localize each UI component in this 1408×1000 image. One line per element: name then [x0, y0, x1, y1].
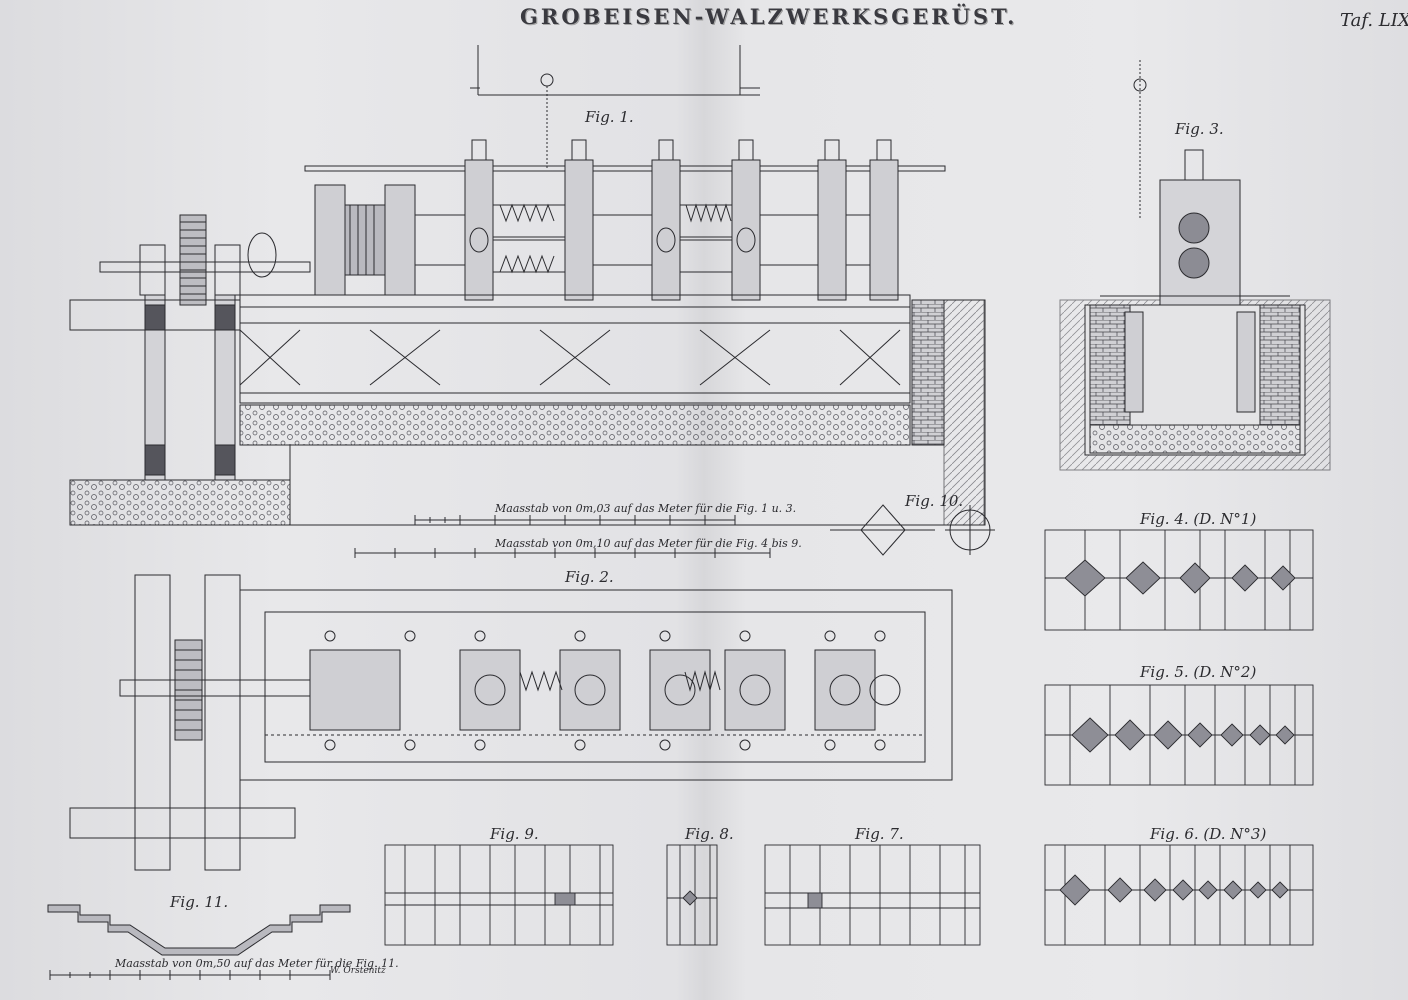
- label-fig2: Fig. 2.: [565, 568, 614, 586]
- plate-title: GROBEISEN-WALZWERKSGERÜST.: [520, 4, 1018, 29]
- fig1-rolls: [344, 203, 871, 276]
- scale-label-2: Maasstab von 0m,10 auf das Meter für die…: [495, 537, 802, 550]
- label-fig9: Fig. 9.: [490, 825, 539, 843]
- label-fig7: Fig. 7.: [855, 825, 904, 843]
- label-fig8: Fig. 8.: [685, 825, 734, 843]
- label-fig4: Fig. 4. (D. N°1): [1140, 510, 1257, 528]
- fig7-passes: [764, 844, 981, 946]
- fig6-passes: [1044, 844, 1314, 946]
- fig4-passes: [1044, 529, 1314, 631]
- label-fig5: Fig. 5. (D. N°2): [1140, 663, 1257, 681]
- fig8-passes: [666, 844, 718, 946]
- fig2-bolts: [324, 630, 886, 751]
- scale-bars: [49, 515, 771, 980]
- fig11-profile: [47, 904, 351, 956]
- fig9-passes: [384, 844, 614, 946]
- label-fig1: Fig. 1.: [585, 108, 634, 126]
- fig1-columns: [144, 294, 236, 481]
- label-fig11: Fig. 11.: [170, 893, 229, 911]
- fig10-sections: [830, 504, 995, 556]
- label-fig3: Fig. 3.: [1175, 120, 1224, 138]
- pass-charts: [1044, 529, 1314, 946]
- fig2-plan: [69, 574, 953, 871]
- label-fig6: Fig. 6. (D. N°3): [1150, 825, 1267, 843]
- fig1-elevation: [69, 45, 986, 526]
- fig1-truss: [239, 322, 911, 404]
- engraver-signature: W. Orstenitz: [330, 966, 386, 976]
- label-fig10: Fig. 10.: [905, 492, 964, 510]
- scale-label-3: Maasstab von 0m,50 auf das Meter für die…: [115, 957, 399, 970]
- fig1-flywheel: [99, 214, 311, 306]
- lower-pass-charts: [384, 844, 981, 946]
- scale-label-1: Maasstab von 0m,03 auf das Meter für die…: [495, 502, 797, 515]
- fig1-stands: [314, 139, 899, 301]
- plate-number: Taf. LIX.: [1340, 10, 1408, 31]
- fig2-chocks: [309, 649, 901, 731]
- fig5-passes: [1044, 684, 1314, 786]
- fig3-section: [1059, 60, 1331, 471]
